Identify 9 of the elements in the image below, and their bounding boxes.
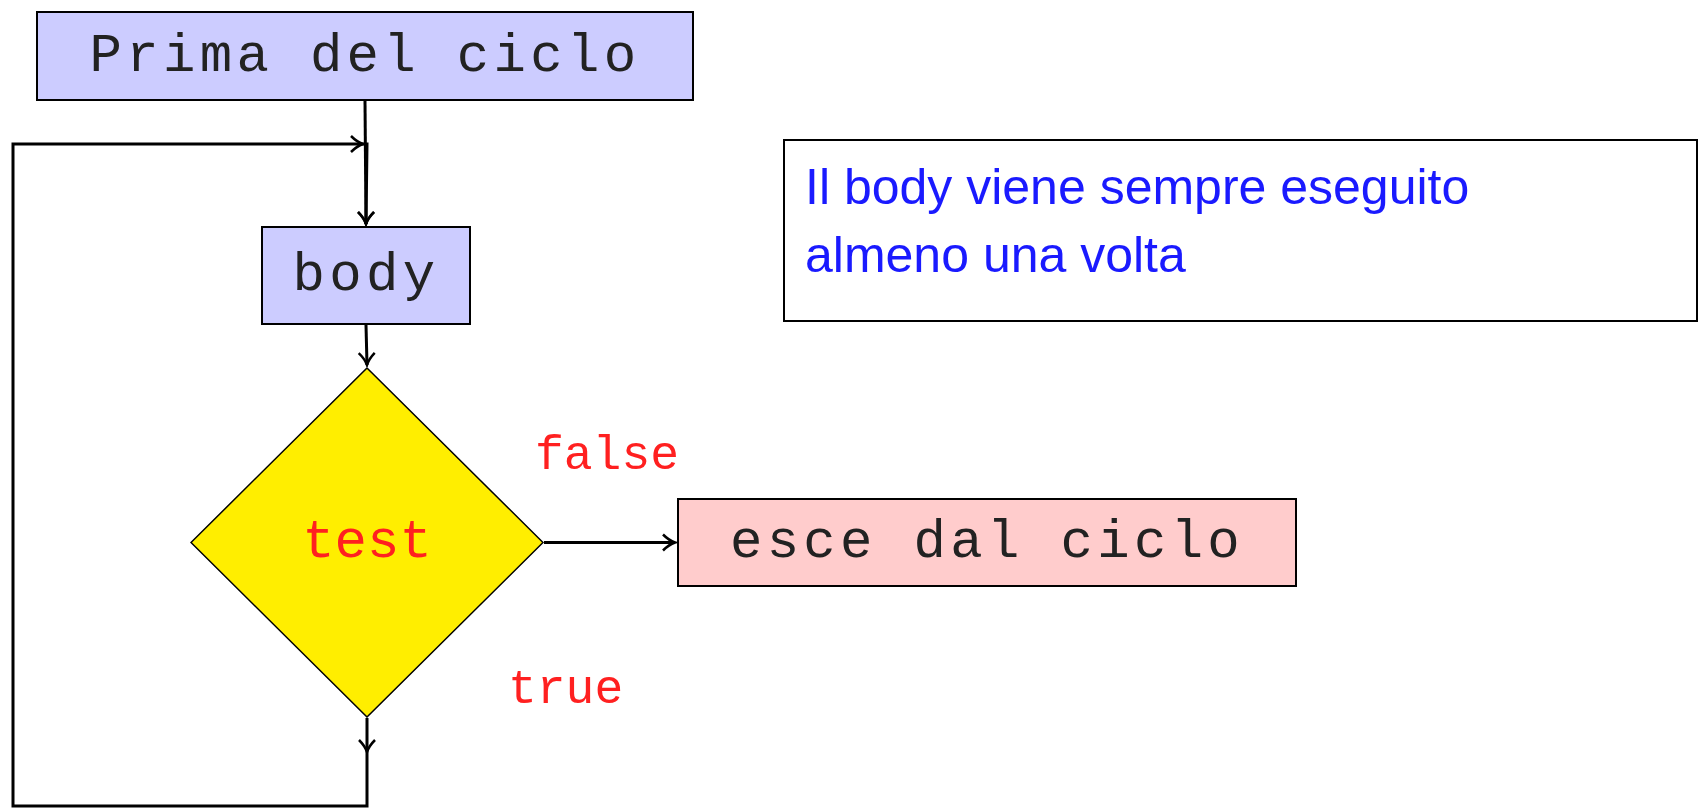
step-text: Prima del ciclo xyxy=(89,24,641,89)
step-text: body xyxy=(292,244,440,308)
process-box xyxy=(261,226,471,325)
note-box xyxy=(783,139,1698,322)
note-text: Il body viene sempre eseguito almeno una volta xyxy=(805,158,1471,285)
process-box xyxy=(36,11,694,101)
process-box xyxy=(677,498,1297,587)
step-text: esce dal ciclo xyxy=(729,511,1245,575)
condition-text: test xyxy=(302,511,432,575)
